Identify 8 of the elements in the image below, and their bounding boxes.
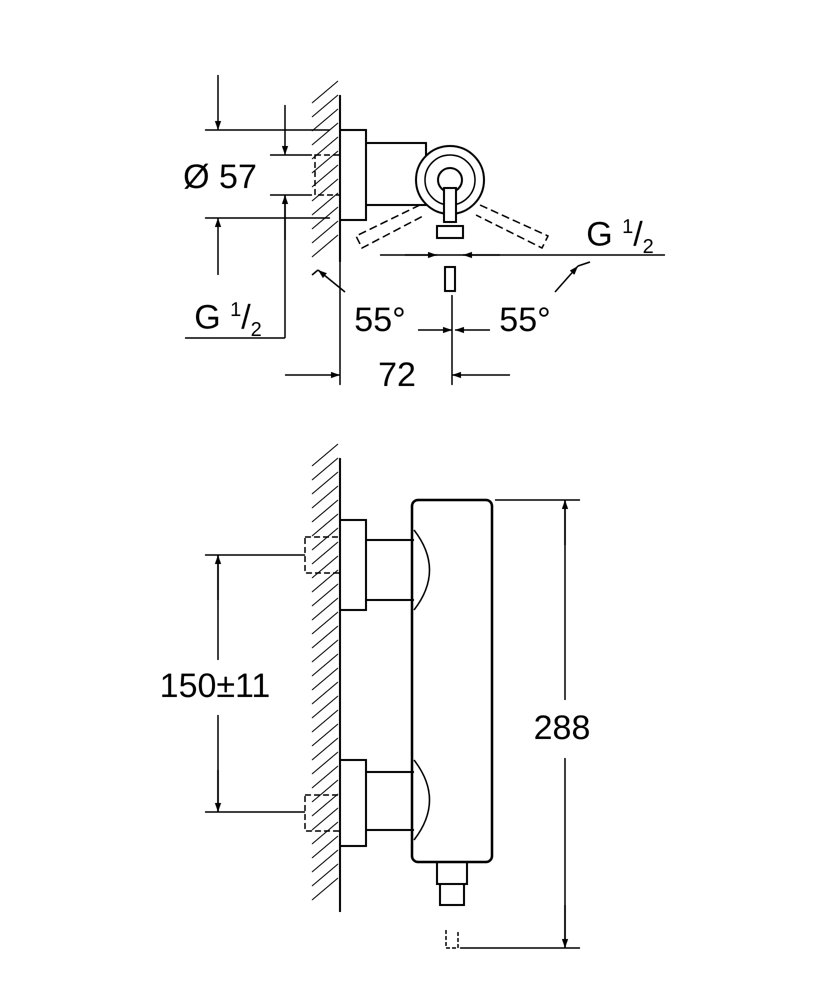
dimension-label: 288 xyxy=(534,709,590,747)
dimension-label: 150±11 xyxy=(160,667,270,705)
dimension-label: 55° xyxy=(354,301,406,339)
dimension-label: G $^{1}$/$_{2}$ xyxy=(194,297,262,344)
dimension-label: 72 xyxy=(378,356,416,394)
dimension-label: Ø 57 xyxy=(183,158,257,196)
dimension-label: 55° xyxy=(499,301,551,339)
dimension-label: G $^{1}$/$_{2}$ xyxy=(586,214,654,260)
